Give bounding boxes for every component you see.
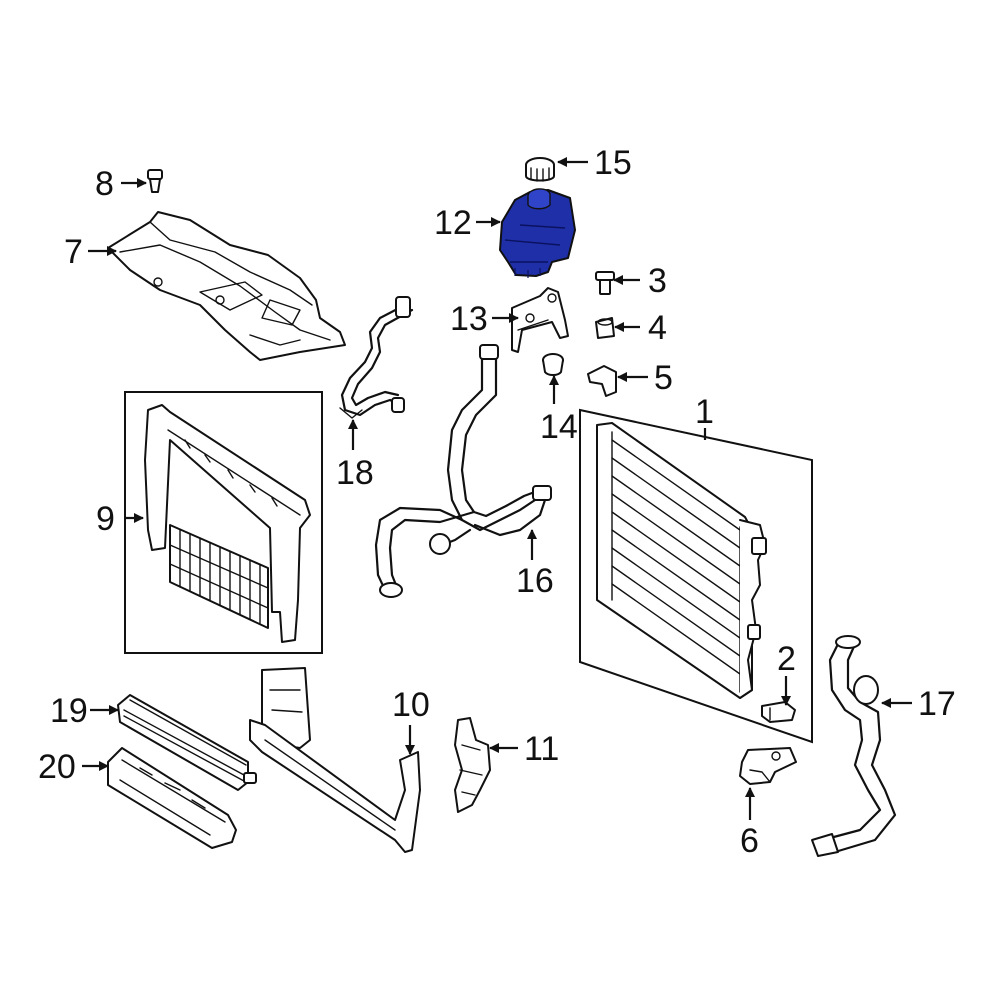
part-13-tank-bracket (511, 287, 569, 353)
callout-1: 1 (695, 393, 714, 431)
callout-10: 10 (392, 686, 430, 724)
part-8-push-clip (147, 169, 163, 193)
callout-6: 6 (740, 822, 759, 860)
part-1-radiator (579, 408, 813, 744)
callout-2: 2 (777, 640, 796, 678)
callout-arrows (82, 157, 912, 820)
part-2-sensor (761, 701, 796, 723)
callout-labels: 1 2 3 4 5 6 7 8 9 10 11 12 13 14 15 16 1… (38, 144, 956, 860)
part-17-lower-hose (811, 635, 897, 857)
callout-4: 4 (648, 309, 667, 347)
part-11-side-bracket (454, 717, 491, 813)
callout-19: 19 (50, 692, 88, 730)
part-16-coolant-hose (374, 344, 552, 598)
callout-20: 20 (38, 748, 76, 786)
callout-5: 5 (654, 359, 673, 397)
part-7-air-guide (107, 211, 346, 361)
callout-16: 16 (516, 562, 554, 600)
part-6-mount-bracket (739, 747, 797, 785)
callout-7: 7 (64, 233, 83, 271)
callout-13: 13 (450, 300, 488, 338)
part-3-bolt (595, 271, 615, 295)
callout-18: 18 (336, 454, 374, 492)
part-4-nut (595, 317, 615, 339)
part-5-clip (587, 365, 617, 397)
part-18-hose-assembly (339, 296, 414, 419)
part-20-tray (107, 747, 237, 849)
callout-3: 3 (648, 262, 667, 300)
part-15-tank-cap (525, 157, 555, 182)
callout-15: 15 (594, 144, 632, 182)
part-10-crossmember (249, 667, 421, 853)
part-14-grommet (542, 353, 564, 376)
callout-9: 9 (96, 500, 115, 538)
part-9-fan-shroud-frame (124, 391, 323, 654)
callout-11: 11 (524, 730, 559, 768)
callout-14: 14 (540, 408, 578, 446)
part-12-expansion-tank (499, 188, 576, 278)
callout-8: 8 (95, 165, 114, 203)
grille-panel (169, 524, 269, 629)
callout-17: 17 (918, 685, 956, 723)
callout-12: 12 (434, 204, 472, 242)
part-19-cooler (117, 694, 257, 791)
